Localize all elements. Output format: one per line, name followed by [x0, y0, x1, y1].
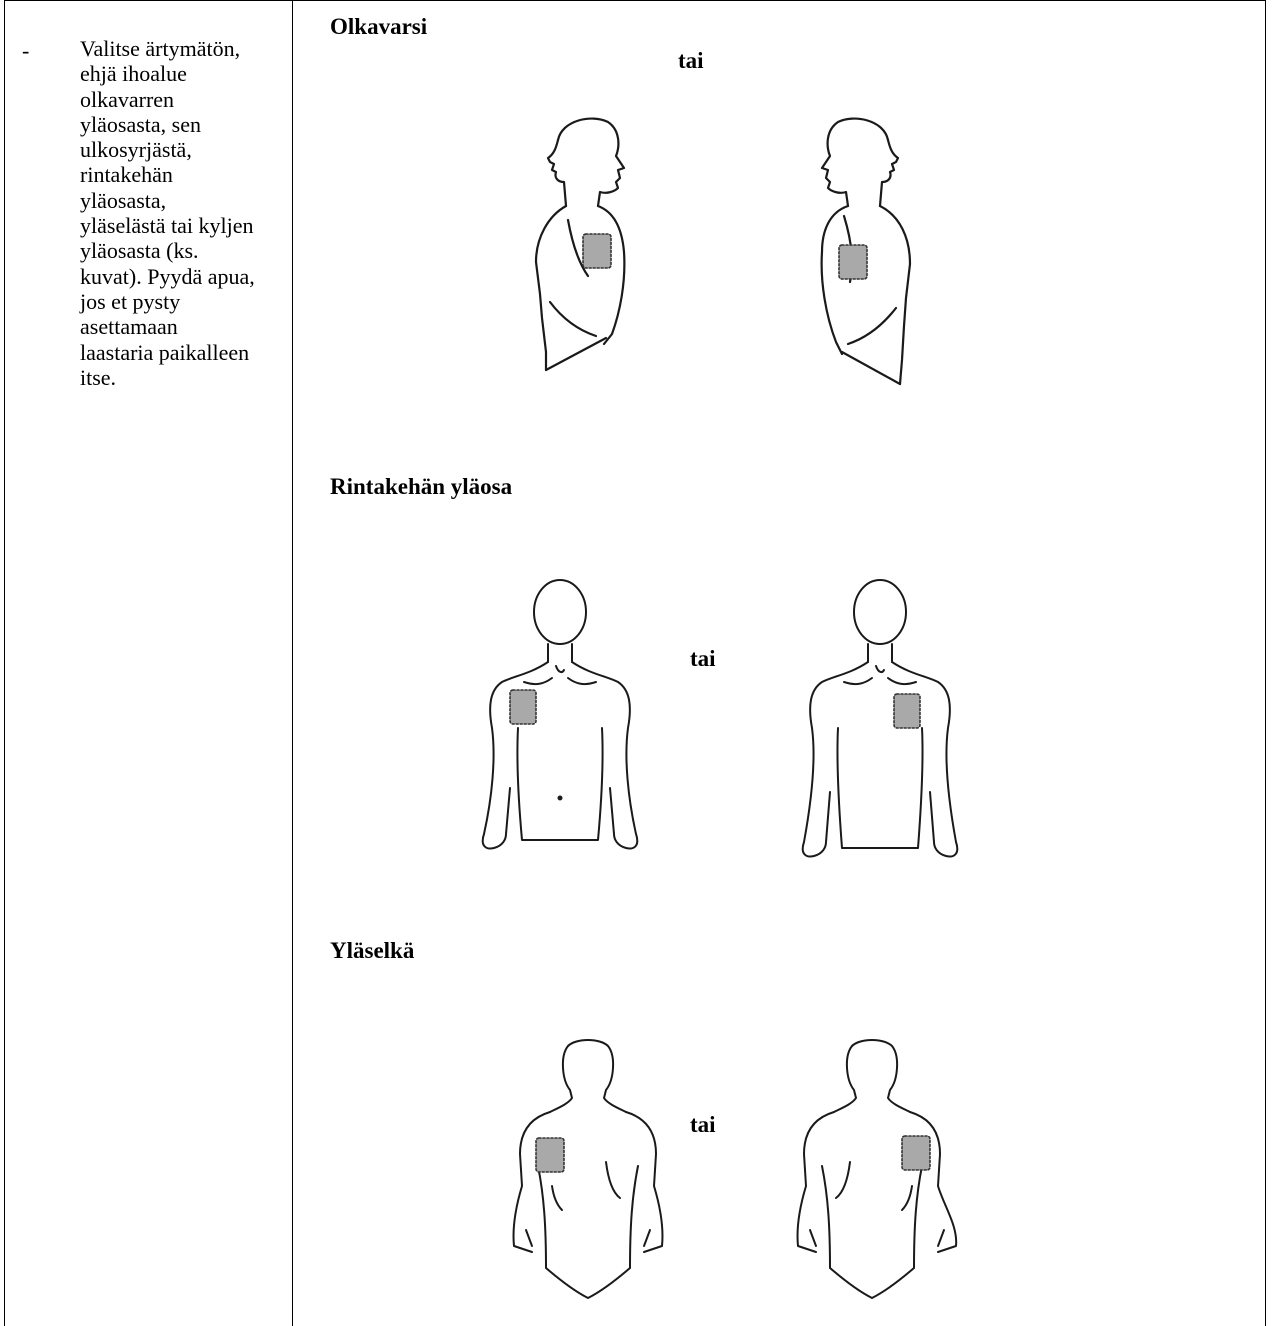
instruction-text: Valitse ärtymätön, ehjä ihoalue olkavarr…: [80, 36, 255, 390]
or-label-upper-back: tai: [690, 1112, 716, 1138]
section-title-upper-chest: Rintakehän yläosa: [330, 474, 512, 500]
upper-arm-right-view-illustration: [808, 112, 918, 386]
table-top-border: [4, 0, 1265, 1]
list-bullet: -: [22, 38, 29, 64]
table-column-divider: [292, 0, 293, 1326]
table-right-border: [1265, 0, 1266, 1326]
upper-arm-left-view-illustration: [528, 112, 638, 374]
or-label-upper-arm: tai: [678, 48, 704, 74]
section-title-upper-arm: Olkavarsi: [330, 14, 427, 40]
upper-back-right-side-illustration: [778, 1036, 962, 1304]
upper-chest-right-side-illustration: [474, 578, 658, 858]
table-left-border: [4, 0, 5, 1326]
upper-back-left-side-illustration: [508, 1036, 666, 1304]
or-label-upper-chest: tai: [690, 646, 716, 672]
upper-chest-left-side-illustration: [784, 578, 968, 868]
section-title-upper-back: Yläselkä: [330, 938, 414, 964]
